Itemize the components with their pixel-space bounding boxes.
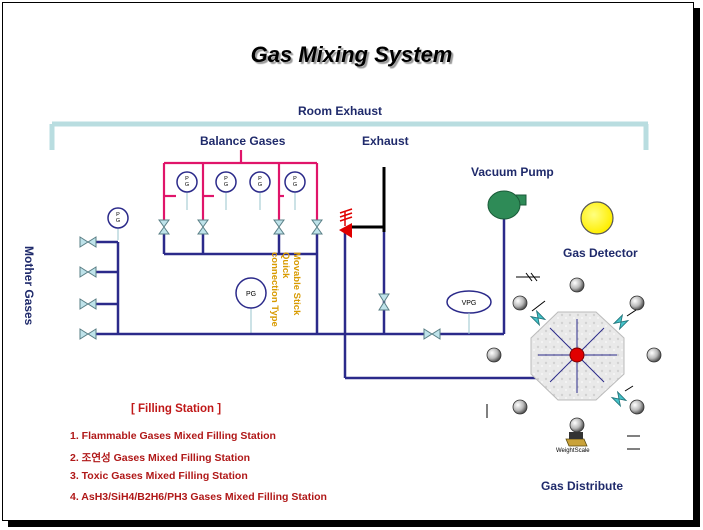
pg-gauge-3	[249, 171, 271, 193]
weight-scale-label: WeightScale	[556, 448, 590, 454]
filling-item-1: 1. Flammable Gases Mixed Filling Station	[70, 430, 276, 442]
exhaust-line	[352, 167, 386, 232]
room-exhaust-hood	[49, 121, 649, 150]
filling-item-2: 2. 조연성 Gases Mixed Filling Station	[70, 452, 251, 464]
gas-distribute-label: Gas Distribute	[541, 479, 624, 493]
vpg-label: VPG	[462, 300, 477, 307]
movable-stick-label: Movable Stick Quick connection Type	[269, 252, 302, 327]
valves	[79, 219, 441, 340]
valve-balance-1	[158, 219, 170, 235]
pg-gauge-mother	[107, 207, 129, 229]
valve-mother-2	[79, 266, 97, 278]
small-pressure-gauges	[107, 171, 306, 229]
valve-mother-4	[79, 328, 97, 340]
vacuum-pump-label: Vacuum Pump	[471, 165, 554, 179]
mother-gases-label: Mother Gases	[22, 246, 36, 326]
gas-distribute-station	[530, 311, 625, 401]
valve-mother-1	[79, 236, 97, 248]
valve-vacuum	[423, 328, 441, 340]
distribute-valves	[529, 309, 630, 408]
valve-balance-4	[311, 219, 323, 235]
pg-gauge-4	[284, 171, 306, 193]
weight-scale-icon	[565, 432, 588, 447]
pg-gauge-1	[176, 171, 198, 193]
valve-balance-2	[197, 219, 209, 235]
gas-detector	[580, 201, 614, 235]
valve-balance-3	[273, 219, 285, 235]
gas-detector-label: Gas Detector	[563, 246, 638, 260]
gauge-taps	[117, 192, 296, 334]
main-pg-label: PG	[246, 291, 256, 298]
exhaust-relief-valve	[339, 208, 353, 238]
exhaust-label: Exhaust	[362, 134, 409, 148]
valve-mother-3	[79, 298, 97, 310]
distribute-cylinders	[486, 277, 662, 433]
vacuum-pump	[487, 190, 527, 220]
balance-gas-manifold	[162, 150, 319, 222]
main-pressure-gauge	[235, 277, 267, 309]
balance-gases-label: Balance Gases	[200, 134, 286, 148]
room-exhaust-label: Room Exhaust	[298, 104, 383, 118]
pg-gauge-2	[215, 171, 237, 193]
valve-exhaust	[378, 293, 390, 311]
filling-item-4: 4. AsH3/SiH4/B2H6/PH3 Gases Mixed Fillin…	[70, 491, 327, 503]
filling-item-3: 3. Toxic Gases Mixed Filling Station	[70, 470, 248, 482]
page-title: Gas Mixing System	[250, 42, 453, 67]
process-lines	[95, 213, 577, 380]
filling-station-title: [ Filling Station ]	[131, 403, 222, 415]
